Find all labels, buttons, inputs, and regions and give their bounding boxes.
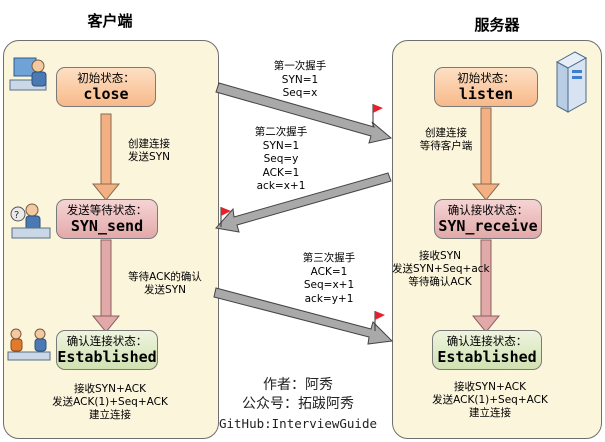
credits-wechat: 公众号：拓跋阿秀 xyxy=(242,396,354,412)
client-arrow-down-2 xyxy=(91,239,121,333)
handshake-2-label: 第二次握手 SYN=1 Seq=y ACK=1 ack=x+1 xyxy=(236,126,326,194)
client-initial-state-value: close xyxy=(83,85,129,103)
client-established-state-value: Established xyxy=(57,348,157,366)
handshake-2-title: 第二次握手 xyxy=(254,126,308,138)
server-step2-note-line: 发送SYN+Seq+ack xyxy=(392,263,490,275)
server-arrow-down-1 xyxy=(471,107,501,201)
server-syn-receive-state-value: SYN_receive xyxy=(438,217,538,235)
credits-github: GitHub:InterviewGuide xyxy=(218,416,378,431)
handshake-1-line: SYN=1 xyxy=(281,73,319,86)
client-syn-send-state-label: 发送等待状态： xyxy=(66,203,148,217)
server-bottom-note-line: 发送ACK(1)+Seq+ACK xyxy=(432,394,548,406)
client-step1-note-line: 创建连接 xyxy=(128,138,170,150)
server-initial-state-value: listen xyxy=(458,85,514,103)
computer-user-icon xyxy=(9,57,47,91)
server-initial-state: 初始状态： listen xyxy=(434,67,538,107)
credits-author: 作者：阿秀 xyxy=(263,377,333,393)
server-step1-note-line: 创建连接 xyxy=(425,127,467,139)
client-bottom-note-line: 发送ACK(1)+Seq+ACK xyxy=(52,396,168,408)
client-established-state-label: 确认连接状态： xyxy=(66,334,148,348)
client-step2-note-line: 等待ACK的确认 xyxy=(128,271,202,283)
server-step1-note: 创建连接 等待客户端 xyxy=(406,127,486,153)
handshake-2-line: ack=x+1 xyxy=(256,180,306,192)
client-established-state: 确认连接状态： Established xyxy=(56,330,158,370)
server-step2-note-line: 等待确认ACK xyxy=(408,276,472,288)
client-step2-note: 等待ACK的确认 发送SYN xyxy=(120,271,210,297)
handshake-1-line: Seq=x xyxy=(282,87,318,99)
server-step2-note-line: 接收SYN xyxy=(419,250,461,262)
handshake-2-arrow xyxy=(215,172,392,233)
handshake-2-line: SYN=1 xyxy=(262,139,300,152)
server-bottom-note-line: 建立连接 xyxy=(469,407,511,419)
client-bottom-note: 接收SYN+ACK 发送ACK(1)+Seq+ACK 建立连接 xyxy=(40,383,180,422)
svg-text:?: ? xyxy=(14,210,19,221)
server-step2-note: 接收SYN 发送SYN+Seq+ack 等待确认ACK xyxy=(392,250,490,289)
client-arrow-down-1 xyxy=(91,113,121,201)
red-flag-icon xyxy=(220,207,231,227)
client-step2-note-line: 发送SYN xyxy=(144,284,186,296)
client-syn-send-state-value: SYN_send xyxy=(70,217,144,235)
server-initial-state-label: 初始状态： xyxy=(457,71,515,85)
handshake-2-line: Seq=y xyxy=(263,153,299,165)
server-step1-note-line: 等待客户端 xyxy=(419,140,473,152)
red-flag-icon xyxy=(374,311,385,331)
handshake-1-title: 第一次握手 xyxy=(273,60,327,72)
client-step1-note-line: 发送SYN xyxy=(128,151,170,163)
server-bottom-note-line: 接收SYN+ACK xyxy=(454,381,526,393)
server-syn-receive-state: 确认接收状态： SYN_receive xyxy=(434,199,542,239)
server-syn-receive-state-label: 确认接收状态： xyxy=(447,203,529,217)
server-established-state-label: 确认连接状态： xyxy=(446,334,528,348)
client-step1-note: 创建连接 发送SYN xyxy=(114,138,184,164)
client-title: 客户端 xyxy=(87,12,133,30)
handshake-1-arrow xyxy=(215,82,393,144)
handshake-2-line: ACK=1 xyxy=(262,166,300,179)
server-established-state: 确认连接状态： Established xyxy=(432,330,542,370)
server-icon xyxy=(555,51,588,113)
handshake-3-label: 第三次握手 ACK=1 Seq=x+1 ack=y+1 xyxy=(284,252,374,306)
handshake-3-line: ack=y+1 xyxy=(304,292,354,305)
credits: 作者：阿秀 公众号：拓跋阿秀 GitHub:InterviewGuide xyxy=(208,376,388,433)
server-bottom-note: 接收SYN+ACK 发送ACK(1)+Seq+ACK 建立连接 xyxy=(420,381,560,420)
handshake-1-label: 第一次握手 SYN=1 Seq=x xyxy=(255,60,345,101)
server-arrow-down-2 xyxy=(471,239,501,333)
handshake-3-line: Seq=x+1 xyxy=(303,279,355,291)
handshake-users-icon xyxy=(7,328,51,361)
client-bottom-note-line: 建立连接 xyxy=(89,409,131,421)
server-title: 服务器 xyxy=(474,16,520,34)
red-flag-icon xyxy=(372,104,383,126)
thinking-user-icon: ? xyxy=(10,203,51,239)
client-syn-send-state: 发送等待状态： SYN_send xyxy=(56,199,158,239)
client-bottom-note-line: 接收SYN+ACK xyxy=(74,383,146,395)
handshake-3-arrow xyxy=(213,287,394,345)
client-initial-state-label: 初始状态： xyxy=(77,71,135,85)
handshake-3-title: 第三次握手 xyxy=(302,252,356,264)
client-initial-state: 初始状态： close xyxy=(56,67,156,107)
server-established-state-value: Established xyxy=(437,348,537,366)
handshake-3-line: ACK=1 xyxy=(310,265,348,278)
